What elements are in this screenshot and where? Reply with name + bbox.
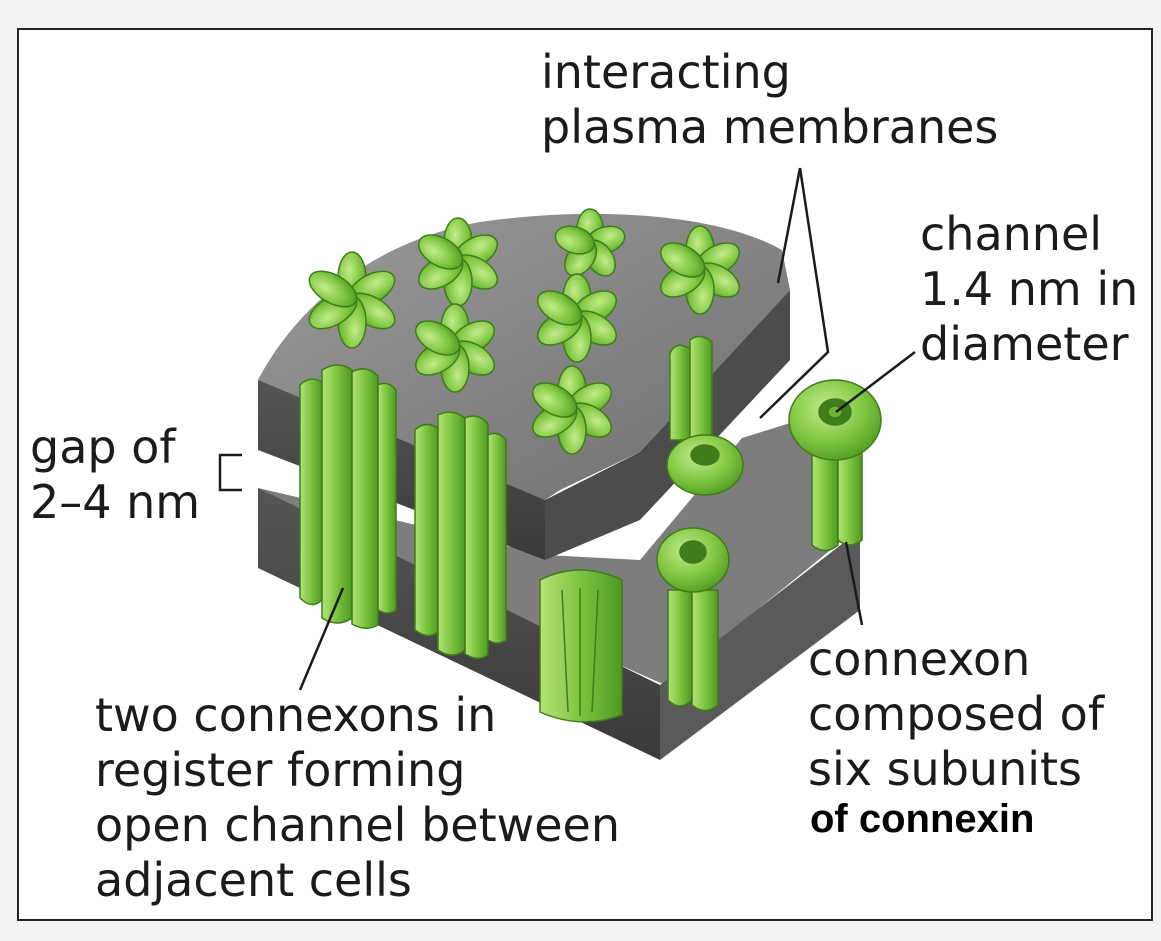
- two-connexons-line1: two connexons in: [95, 688, 497, 742]
- two-connexons-pointer: [298, 587, 345, 691]
- membrane-pointer-left: [776, 167, 802, 284]
- channel-label-line2: 1.4 nm in: [920, 262, 1139, 316]
- channel-pointer: [835, 351, 916, 413]
- membranes-label-line1: interacting: [541, 45, 791, 99]
- connexon-label-line2: composed of: [808, 687, 1105, 741]
- gap-label-line1: gap of: [30, 420, 176, 474]
- channel-label-line3: diameter: [920, 317, 1129, 371]
- two-connexons-label: two connexons in register forming open c…: [95, 688, 620, 908]
- cut-connexon-columns: [299, 364, 623, 723]
- membranes-label: interacting plasma membranes: [541, 45, 998, 155]
- connexon-label: connexon composed of six subunits: [808, 632, 1104, 797]
- leader-lines: [218, 167, 916, 691]
- gap-bracket: [218, 453, 242, 492]
- surface-connexons: [308, 208, 741, 455]
- channel-label-line1: channel: [920, 207, 1103, 261]
- gap-label: gap of 2–4 nm: [30, 420, 200, 530]
- connexon-label-line1: connexon: [808, 632, 1031, 686]
- gap-label-line2: 2–4 nm: [30, 475, 201, 529]
- membrane-pointer-right: [759, 167, 830, 419]
- connexon-pointer: [844, 541, 864, 626]
- two-connexons-line2: register forming: [95, 743, 466, 797]
- connexon-label-line3: six subunits: [808, 742, 1083, 796]
- channel-label: channel 1.4 nm in diameter: [920, 207, 1138, 372]
- two-connexons-line4: adjacent cells: [95, 853, 412, 907]
- two-connexons-line3: open channel between: [95, 798, 620, 852]
- upper-membrane-right: [545, 290, 790, 560]
- standing-connexons: [656, 335, 882, 712]
- membranes-label-line2: plasma membranes: [541, 100, 999, 154]
- connexin-label: of connexin: [810, 797, 1035, 841]
